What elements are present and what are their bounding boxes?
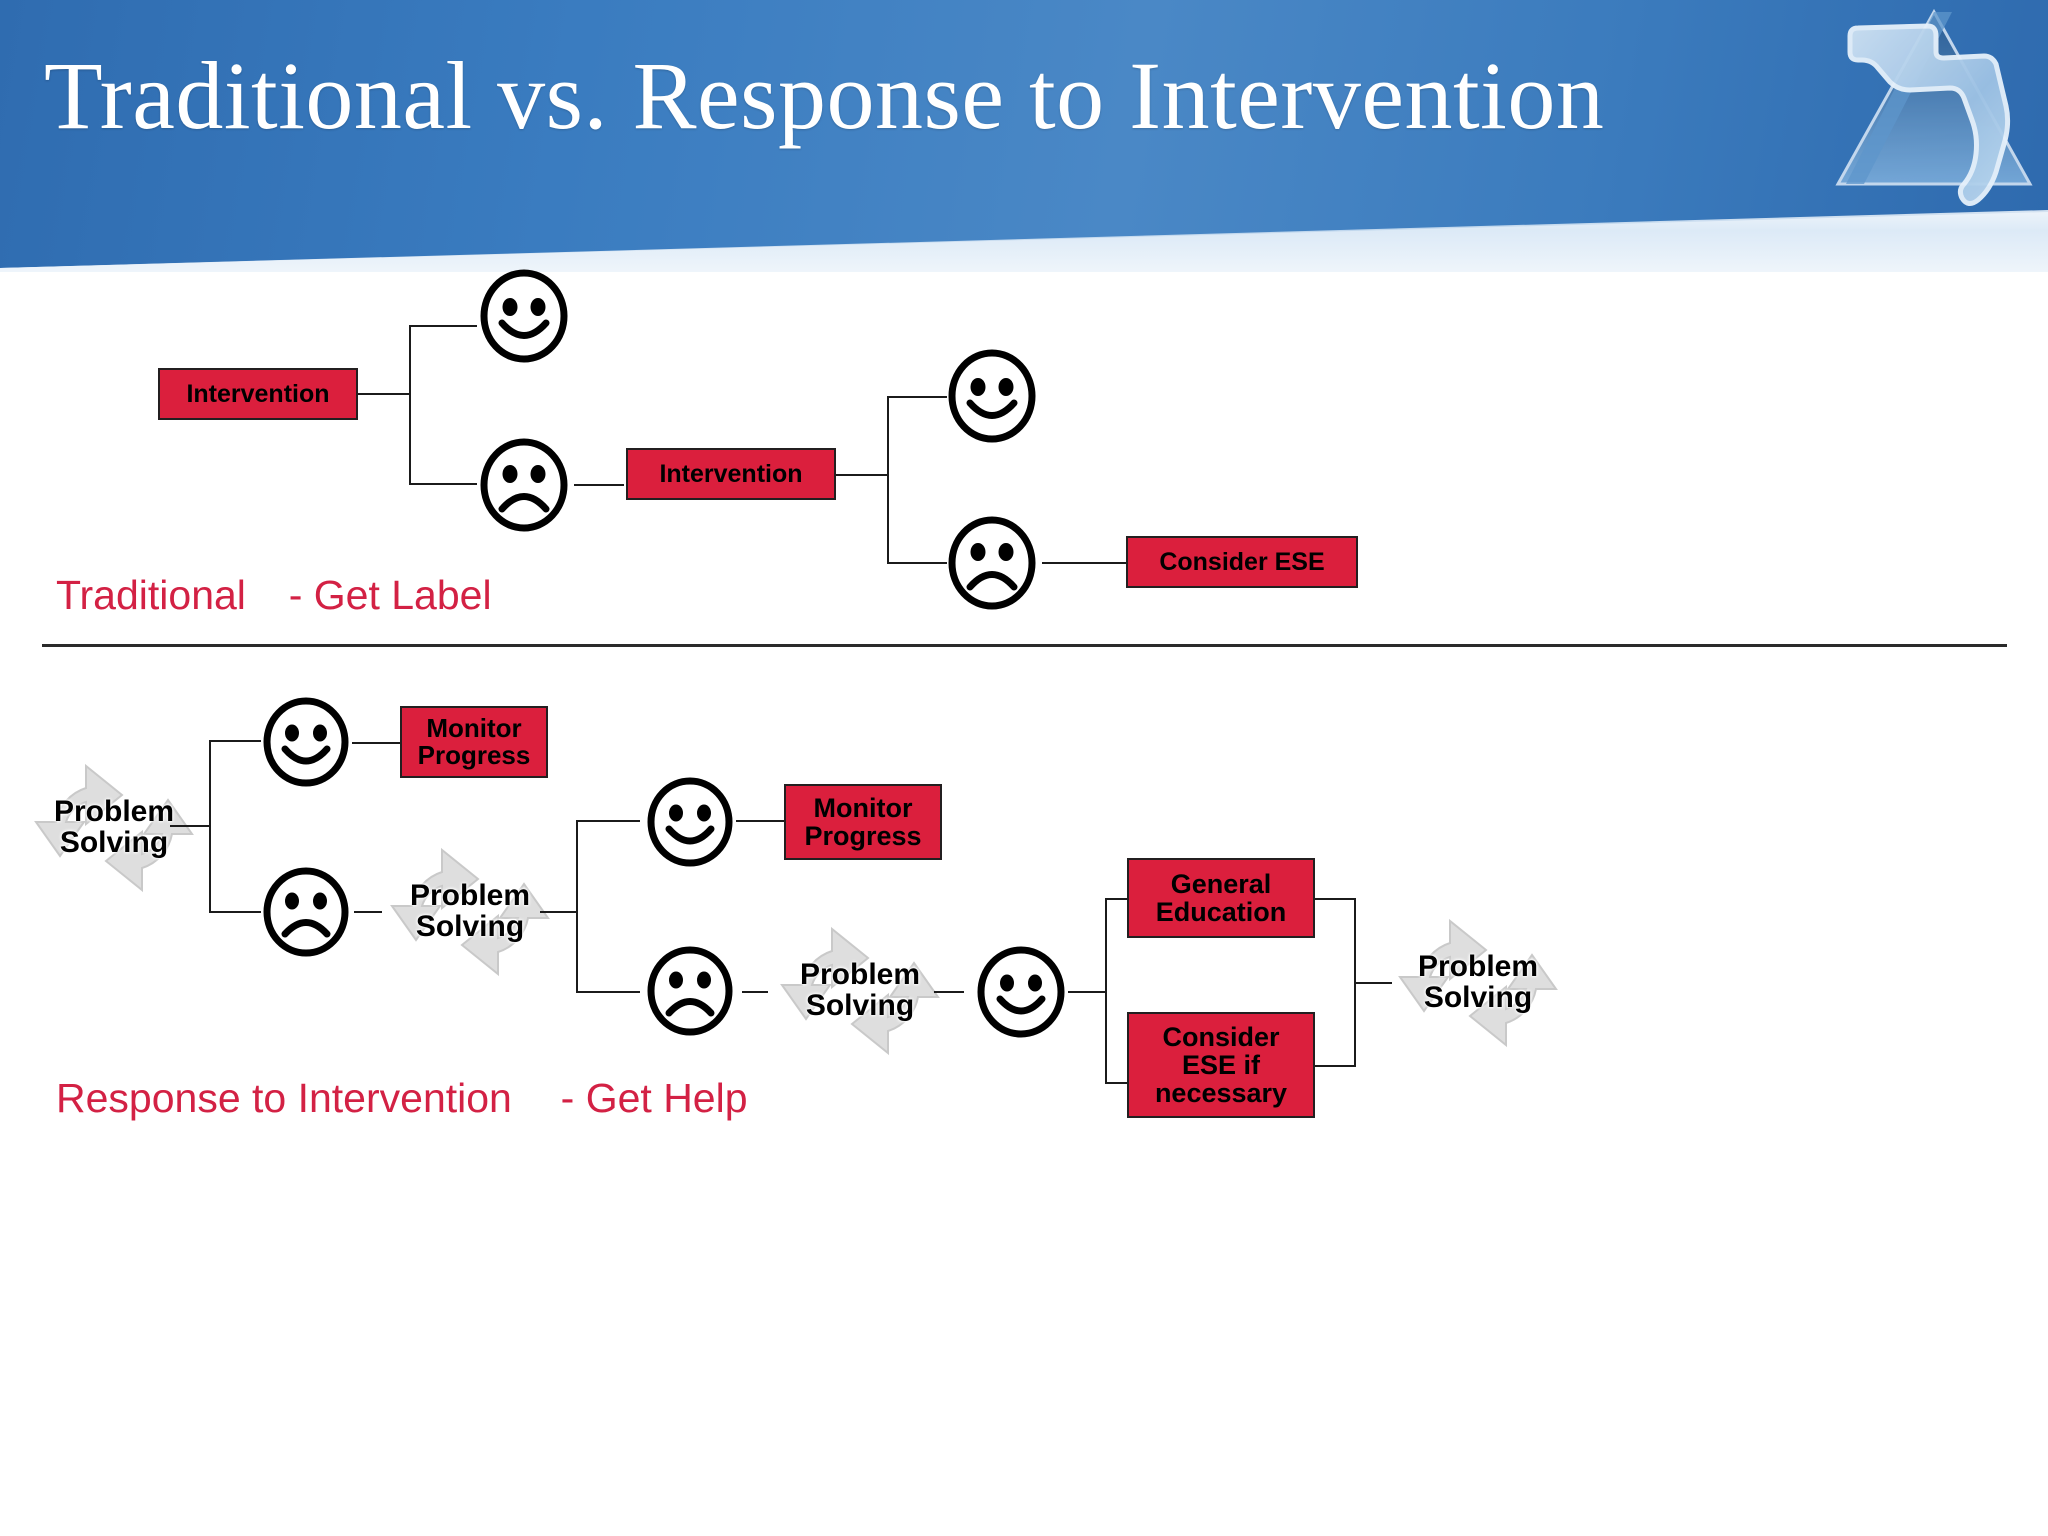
traditional-caption-secondary: - Get Label — [288, 572, 492, 618]
connector-trad-2-stem — [836, 474, 888, 476]
connector-trad-2-trunk — [887, 396, 889, 564]
traditional-caption-primary: Traditional — [56, 572, 246, 618]
rti-consider-ese-line3: necessary — [1154, 1078, 1288, 1109]
connector-trad-1-up — [409, 325, 477, 327]
traditional-consider-ese-box: Consider ESE — [1126, 536, 1358, 588]
traditional-intervention-1-label: Intervention — [186, 380, 330, 408]
traditional-intervention-2-label: Intervention — [659, 460, 803, 488]
traditional-intervention-2-box: Intervention — [626, 448, 836, 500]
traditional-sad-face-1 — [480, 438, 568, 532]
connector-trad-2-down — [887, 562, 947, 564]
traditional-intervention-1-box: Intervention — [158, 368, 358, 420]
connector-rti-ge-out — [1315, 898, 1355, 900]
rti-general-education-line2: Education — [1155, 897, 1287, 927]
section-divider — [42, 644, 2007, 647]
connector-trad-1-down — [409, 483, 477, 485]
traditional-happy-face-1 — [480, 269, 568, 363]
rti-consider-ese-line2: ESE if — [1181, 1049, 1261, 1080]
connector-rti-4-stem — [1354, 982, 1392, 984]
connector-rti-1-trunk — [209, 740, 211, 912]
connector-rti-sad2-to-ps3 — [742, 991, 768, 993]
cycle-arrows-icon — [34, 763, 194, 893]
florida-state-outline-logo — [1835, 8, 2033, 206]
rti-monitor-progress-2-line1: Monitor — [813, 792, 913, 823]
rti-monitor-progress-2-line2: Progress — [804, 821, 922, 851]
slide-header: Traditional vs. Response to Intervention — [0, 0, 2048, 272]
page-title: Traditional vs. Response to Intervention — [44, 42, 1605, 149]
connector-rti-sad1-to-ps2 — [354, 911, 382, 913]
rti-monitor-progress-1-box: Monitor Progress — [400, 706, 548, 778]
connector-trad-sad1-to-int2 — [574, 484, 624, 486]
rti-sad-face-1 — [263, 867, 349, 957]
cycle-arrows-icon — [1398, 918, 1558, 1048]
connector-rti-ese-out — [1315, 1065, 1355, 1067]
rti-consider-ese-box: Consider ESE if necessary — [1127, 1012, 1315, 1118]
connector-rti-2-down — [576, 991, 640, 993]
connector-rti-3-up — [1105, 898, 1127, 900]
rti-problem-solving-1-label: Problem Solving — [53, 795, 175, 859]
rti-monitor-progress-1-line2: Progress — [417, 740, 531, 770]
connector-rti-ps3-to-happy3 — [934, 991, 964, 993]
rti-happy-face-1 — [263, 697, 349, 787]
rti-happy-face-3 — [977, 946, 1065, 1038]
connector-rti-1-down — [209, 911, 261, 913]
rti-consider-ese-line1: Consider — [1162, 1021, 1280, 1052]
connector-rti-happy1-to-mp1 — [352, 742, 400, 744]
rti-problem-solving-2-label: Problem Solving — [409, 879, 531, 943]
rti-happy-face-2 — [647, 777, 733, 867]
connector-trad-2-up — [887, 396, 947, 398]
rti-caption: Response to Intervention - Get Help — [56, 1075, 748, 1122]
connector-rti-3-down — [1105, 1082, 1127, 1084]
connector-trad-1-stem — [358, 393, 410, 395]
connector-rti-ps2-stem — [540, 911, 576, 913]
traditional-happy-face-2 — [948, 349, 1036, 443]
connector-rti-1-up — [209, 740, 261, 742]
cycle-arrows-icon — [390, 847, 550, 977]
connector-trad-1-trunk — [409, 325, 411, 485]
connector-rti-happy3-stem — [1068, 991, 1106, 993]
rti-caption-secondary: - Get Help — [560, 1075, 748, 1121]
rti-problem-solving-2: Problem Solving — [382, 824, 558, 1000]
rti-general-education-box: General Education — [1127, 858, 1315, 938]
rti-problem-solving-3-label: Problem Solving — [799, 958, 921, 1022]
rti-caption-primary: Response to Intervention — [56, 1075, 512, 1121]
traditional-consider-ese-label: Consider ESE — [1159, 548, 1325, 576]
rti-general-education-line1: General — [1170, 868, 1272, 899]
traditional-caption: Traditional - Get Label — [56, 572, 492, 619]
rti-problem-solving-4-label: Problem Solving — [1417, 950, 1539, 1014]
rti-monitor-progress-1-line1: Monitor — [426, 712, 522, 743]
rti-problem-solving-1: Problem Solving — [26, 740, 202, 916]
traditional-sad-face-2 — [948, 516, 1036, 610]
connector-trad-sad2-to-ese — [1042, 562, 1126, 564]
rti-problem-solving-4: Problem Solving — [1390, 895, 1566, 1071]
connector-rti-3-trunk — [1105, 898, 1107, 1084]
rti-problem-solving-3: Problem Solving — [772, 903, 948, 1079]
connector-rti-happy2-to-mp2 — [736, 820, 784, 822]
rti-sad-face-2 — [647, 946, 733, 1036]
connector-rti-2-trunk — [576, 820, 578, 992]
rti-monitor-progress-2-box: Monitor Progress — [784, 784, 942, 860]
connector-rti-ps1-stem — [170, 825, 210, 827]
connector-rti-2-up — [576, 820, 640, 822]
cycle-arrows-icon — [780, 926, 940, 1056]
